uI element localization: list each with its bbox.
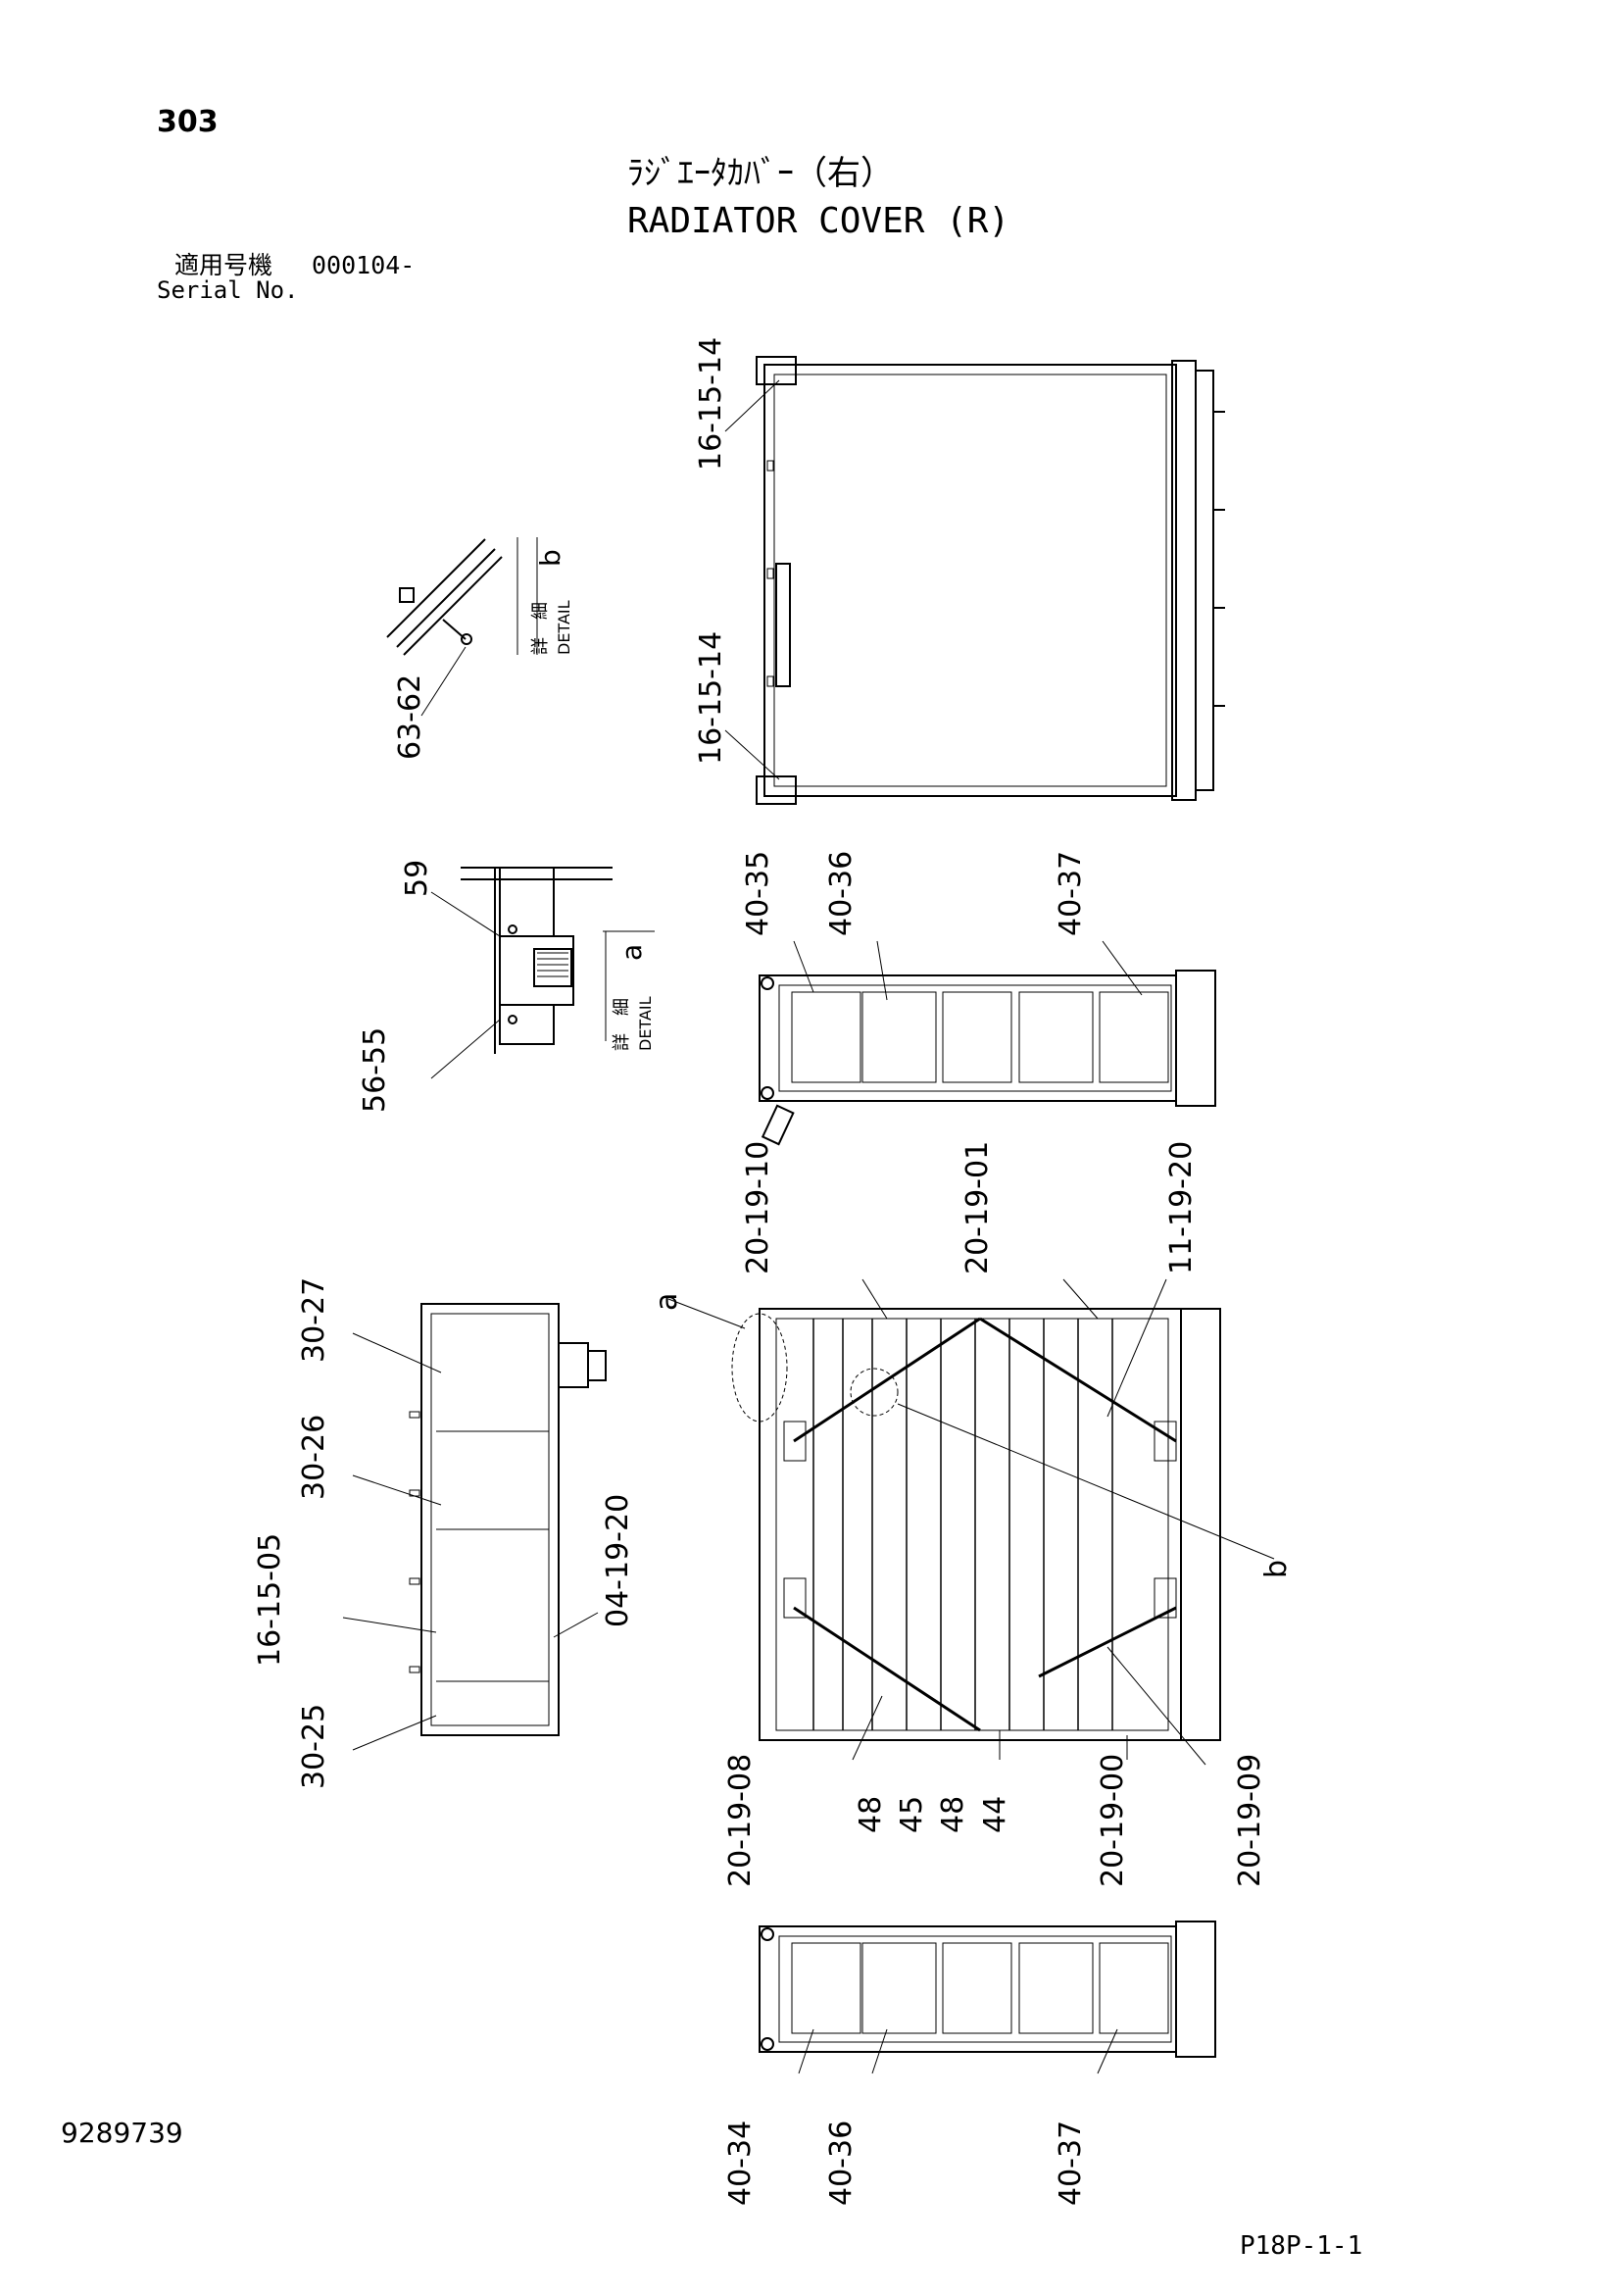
callout-40-34: 40-34 xyxy=(723,2121,758,2206)
callout-40-37: 40-37 xyxy=(1054,851,1088,936)
detail-a-label-en: DETAIL xyxy=(636,996,655,1051)
top-view xyxy=(756,356,1225,805)
detail-b-label-en: DETAIL xyxy=(555,600,573,655)
detail-b-letter: b xyxy=(534,549,566,567)
main-view xyxy=(731,1308,1275,1741)
callout-20-19-09: 20-19-09 xyxy=(1233,1754,1267,1887)
detail-a-view xyxy=(461,867,655,1054)
marker-b: b xyxy=(1259,1560,1294,1578)
document-number: 9289739 xyxy=(61,2117,183,2149)
callout-11-19-20: 11-19-20 xyxy=(1164,1141,1199,1274)
callout-44: 44 xyxy=(978,1796,1012,1833)
callouts: 16-15-14 16-15-14 63-62 59 56-55 40-35 4… xyxy=(253,337,1267,2206)
detail-b-view xyxy=(386,537,538,656)
callout-45: 45 xyxy=(895,1796,929,1833)
callout-48-b: 48 xyxy=(936,1796,970,1833)
callout-40-37-bottom: 40-37 xyxy=(1054,2121,1088,2206)
callout-30-27: 30-27 xyxy=(297,1277,331,1363)
callout-30-26: 30-26 xyxy=(297,1415,331,1500)
callout-detail-a-bottom: 56-55 xyxy=(358,1027,392,1113)
serial-label-japanese: 適用号機 xyxy=(174,251,273,279)
callout-20-19-01: 20-19-01 xyxy=(960,1141,995,1274)
callout-top-upper: 16-15-14 xyxy=(694,337,728,471)
marker-a: a xyxy=(650,1293,684,1311)
side-view xyxy=(409,1303,607,1736)
detail-a-label: 詳 細 DETAIL a xyxy=(612,944,655,1051)
serial-value: 000104- xyxy=(312,251,416,279)
callout-20-19-10: 20-19-10 xyxy=(741,1141,775,1274)
serial-label-english: Serial No. xyxy=(157,276,299,304)
bottom-view xyxy=(759,1921,1216,2058)
detail-b-label-jp: 詳 細 xyxy=(530,602,551,655)
page-number: 303 xyxy=(157,105,219,139)
title-english: RADIATOR COVER (R) xyxy=(627,201,1010,241)
callout-40-36: 40-36 xyxy=(824,851,859,936)
callout-top-lower: 16-15-14 xyxy=(694,631,728,765)
callout-40-35: 40-35 xyxy=(741,851,775,936)
callout-20-19-00: 20-19-00 xyxy=(1096,1754,1130,1887)
callout-40-36-bottom: 40-36 xyxy=(824,2121,859,2206)
callout-04-19-20: 04-19-20 xyxy=(601,1494,635,1627)
callout-30-25: 30-25 xyxy=(297,1704,331,1789)
leader-lines xyxy=(342,379,1206,2074)
callout-20-19-08: 20-19-08 xyxy=(723,1754,758,1887)
sheet-reference: P18P-1-1 xyxy=(1240,2231,1363,2261)
detail-a-label-jp: 詳 細 xyxy=(612,998,632,1051)
detail-b-label: 詳 細 DETAIL b xyxy=(530,549,573,655)
title-japanese: ﾗｼﾞｴｰﾀｶﾊﾞｰ（右） xyxy=(627,154,894,193)
callout-16-15-05: 16-15-05 xyxy=(253,1533,287,1667)
middle-upper-view xyxy=(759,970,1216,1146)
callout-detail-b: 63-62 xyxy=(393,674,427,760)
callout-48-a: 48 xyxy=(854,1796,888,1833)
detail-a-letter: a xyxy=(615,944,648,961)
callout-detail-a-top: 59 xyxy=(400,860,434,897)
